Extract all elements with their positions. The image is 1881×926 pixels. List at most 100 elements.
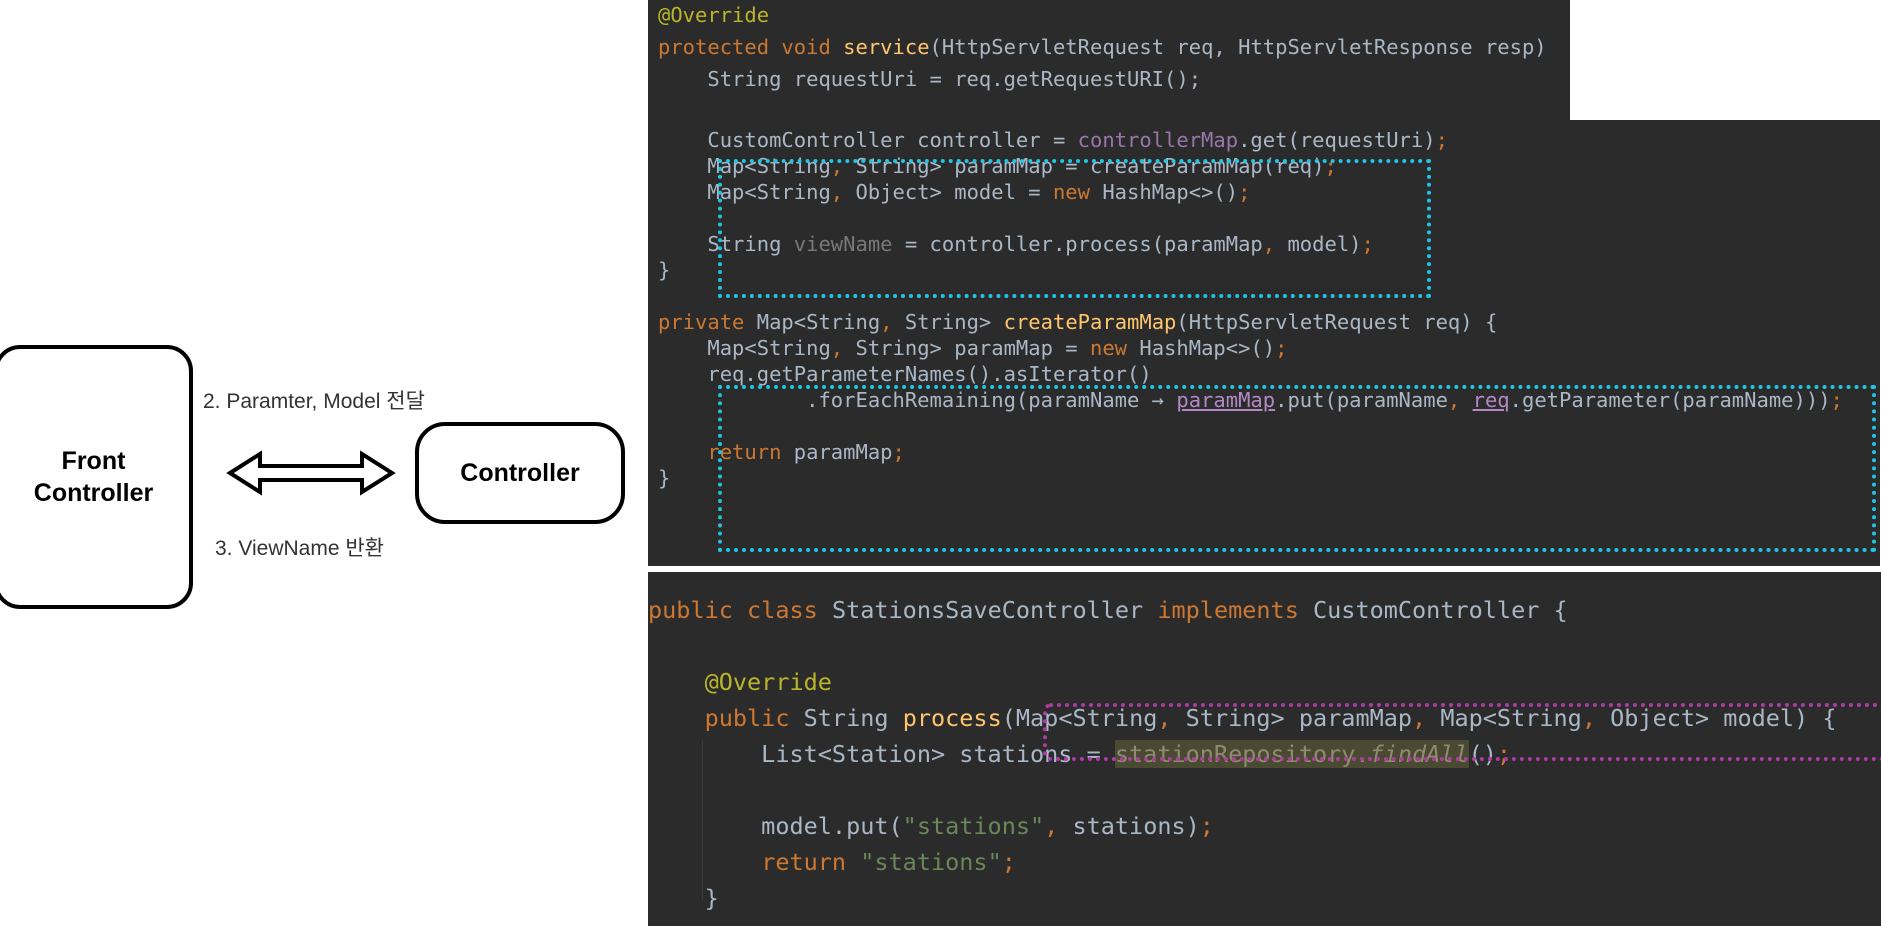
code-token: } [658, 258, 671, 282]
code-token: String> [904, 310, 1004, 334]
code-line: return "stations"; [648, 848, 1016, 876]
controller-box: Controller [415, 422, 625, 524]
code-token: process [902, 704, 1002, 732]
code-line: model.put("stations", stations); [648, 812, 1214, 840]
code-token: , [1581, 704, 1611, 732]
code-panel-service: @Override protected void service(HttpServ… [648, 0, 1570, 122]
code-token: @Override [658, 3, 770, 27]
code-line: List<Station> stations = stationReposito… [648, 740, 1511, 768]
code-token: CustomController controller = [658, 128, 1078, 152]
code-line: } [658, 466, 670, 490]
code-line: String requestUri = req.getRequestURI(); [658, 67, 1201, 91]
code-token: (HttpServletRequest req, HttpServletResp… [929, 35, 1559, 59]
code-token [648, 668, 705, 696]
code-token: paramMap [1176, 388, 1276, 412]
code-token: viewName [793, 232, 893, 256]
indent-guide [702, 740, 703, 900]
code-token: , [880, 310, 905, 334]
code-token: ; [1435, 128, 1448, 152]
code-token: service [843, 35, 930, 59]
code-token: model.put( [648, 812, 903, 840]
code-token: } [658, 466, 671, 490]
code-token: Map<String [658, 180, 831, 204]
code-token: new [1052, 180, 1103, 204]
code-token: Map<String [1440, 704, 1582, 732]
code-token: String> paramMap [1185, 704, 1413, 732]
code-line: Map<String, String> paramMap = createPar… [658, 154, 1336, 178]
front-controller-box: Front Controller [0, 345, 193, 609]
code-token: protected void [658, 35, 844, 59]
code-token: findAll [1369, 740, 1469, 768]
code-token: paramMap [793, 440, 893, 464]
code-token: , [1412, 704, 1441, 732]
code-token: controllerMap [1077, 128, 1239, 152]
code-token: model) [1287, 232, 1362, 256]
code-line: @Override [648, 668, 832, 696]
code-token: StationsSaveController [831, 596, 1158, 624]
code-token: , [830, 336, 856, 360]
code-token: String [803, 704, 903, 732]
code-token: ; [892, 440, 905, 464]
code-token: ; [1830, 388, 1843, 412]
code-line: .forEachRemaining(paramName → paramMap.p… [658, 388, 1843, 412]
code-line: public String process(Map<String, String… [648, 704, 1837, 732]
code-token: } [648, 884, 719, 912]
code-token: ; [1496, 740, 1512, 768]
code-token: , [1157, 704, 1186, 732]
code-token: .get(requestUri) [1238, 128, 1436, 152]
code-token: private [658, 310, 757, 334]
step-2-label: 2. Paramter, Model 전달 [203, 390, 425, 413]
code-token: Object> model) { [1610, 704, 1837, 732]
front-controller-label: Front Controller [33, 447, 154, 507]
code-token: .getParameter(paramName))) [1509, 388, 1831, 412]
code-token: req.getParameterNames().asIterator() [658, 362, 1152, 386]
code-token: CustomController { [1313, 596, 1568, 624]
code-token: req [1472, 388, 1510, 412]
code-token: String requestUri = req.getRequestURI(); [658, 67, 1202, 91]
code-token: String> paramMap = [855, 336, 1090, 360]
code-line: } [648, 884, 719, 912]
code-token: public [704, 704, 804, 732]
code-token: createParamMap [1003, 310, 1177, 334]
code-token: Map<String [658, 154, 831, 178]
code-line: CustomController controller = controller… [658, 128, 1448, 152]
code-token: HashMap<>() [1102, 180, 1239, 204]
code-token: new [1089, 336, 1140, 360]
code-token: ; [1199, 812, 1214, 840]
code-token: , [1262, 232, 1288, 256]
code-token: ; [1238, 180, 1251, 204]
code-token: HashMap<>() [1139, 336, 1276, 360]
code-token: Map<String [658, 336, 831, 360]
highlight-box-param-model [718, 159, 1431, 298]
code-line: req.getParameterNames().asIterator() [658, 362, 1152, 386]
code-token: stations) [1072, 812, 1200, 840]
code-token: Object> model = [855, 180, 1053, 204]
controller-label: Controller [460, 458, 580, 487]
code-token: "stations" [902, 812, 1045, 840]
code-token: ; [1361, 232, 1374, 256]
code-line: String viewName = controller.process(par… [658, 232, 1374, 256]
double-arrow-icon [226, 450, 396, 496]
code-token: = controller.process(paramMap [892, 232, 1263, 256]
code-line: } [658, 258, 670, 282]
code-token: , [1447, 388, 1473, 412]
highlight-box-process-params [1043, 703, 1881, 761]
code-line: Map<String, Object> model = new HashMap<… [658, 180, 1250, 204]
code-token: List<Station> stations = [648, 740, 1115, 768]
code-line: public class StationsSaveController impl… [648, 596, 1568, 624]
code-panel-stations-save-controller: public class StationsSaveController impl… [648, 572, 1881, 926]
code-token: String> paramMap = createParamMap(req) [855, 154, 1325, 178]
code-token: return [761, 848, 861, 876]
code-line: protected void service(HttpServletReques… [658, 35, 1559, 59]
code-token [658, 440, 707, 464]
code-line: @Override [658, 3, 769, 27]
highlight-box-create-param-map [718, 385, 1876, 552]
code-token: ; [1275, 336, 1288, 360]
code-token: , [830, 180, 856, 204]
code-token: (HttpServletRequest req) { [1176, 310, 1498, 334]
code-token: .forEachRemaining(paramName → [658, 388, 1177, 412]
code-token [648, 704, 705, 732]
code-line: Map<String, String> paramMap = new HashM… [658, 336, 1287, 360]
code-token: "stations" [860, 848, 1002, 876]
step-3-label: 3. ViewName 반환 [215, 537, 384, 560]
